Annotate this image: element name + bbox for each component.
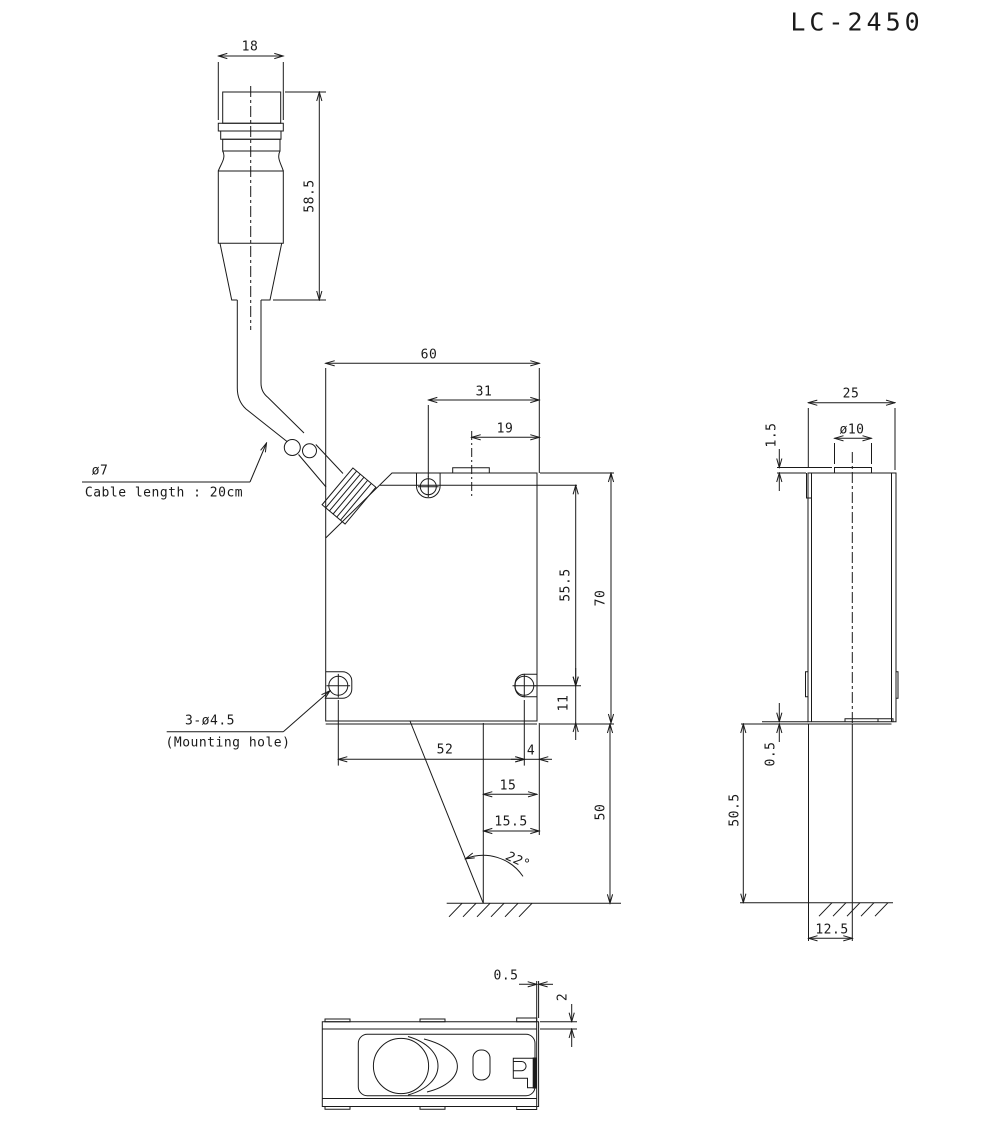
dim-70-label: 70 bbox=[593, 589, 609, 607]
side-view bbox=[740, 452, 898, 941]
drawing-title: LC-2450 bbox=[790, 7, 924, 37]
dim-12.5-label: 12.5 bbox=[815, 922, 849, 938]
dim-50-label: 50 bbox=[593, 803, 609, 821]
dim-50.5-label: 50.5 bbox=[727, 793, 743, 827]
dimension-lines bbox=[82, 56, 895, 1047]
connector-cap bbox=[223, 92, 281, 123]
cable-length-label: Cable length : 20cm bbox=[84, 485, 244, 501]
cable-boot-ring bbox=[303, 444, 317, 458]
lens-arc bbox=[408, 1037, 438, 1096]
lens-arc bbox=[424, 1039, 457, 1092]
mounting-hole-label-line2: (Mounting hole) bbox=[165, 735, 291, 751]
ground-hatch bbox=[449, 903, 532, 917]
side-top-boss bbox=[835, 468, 872, 474]
dim-52-label: 52 bbox=[436, 742, 454, 758]
lens-circle bbox=[373, 1038, 428, 1093]
dim-25-label: 25 bbox=[842, 386, 860, 402]
dim-0.5-side-label: 0.5 bbox=[763, 741, 779, 767]
connector-barrel bbox=[218, 171, 283, 243]
top-hole-boss bbox=[417, 473, 441, 498]
dim-dia10-label: ø10 bbox=[839, 422, 865, 438]
bottom-left-hole-boss bbox=[326, 672, 352, 699]
dim-58.5-label: 58.5 bbox=[302, 179, 318, 213]
front-view bbox=[326, 468, 577, 724]
front-top-tab bbox=[453, 468, 490, 473]
cable bbox=[237, 300, 376, 524]
cable-boot-ring bbox=[284, 440, 300, 456]
dim-18-label: 18 bbox=[241, 39, 259, 55]
dim-2-label: 2 bbox=[555, 992, 571, 1002]
dim-11-label: 11 bbox=[556, 694, 572, 712]
latch-bar bbox=[533, 1058, 536, 1088]
angle-arc bbox=[465, 855, 523, 876]
dim-4-label: 4 bbox=[526, 743, 536, 759]
bottom-view bbox=[322, 1018, 538, 1110]
side-bottom-window bbox=[845, 719, 893, 722]
connector-view bbox=[218, 86, 283, 330]
dim-15.5-label: 15.5 bbox=[494, 814, 528, 830]
cable-diameter-label: ø7 bbox=[91, 463, 109, 479]
dim-15-label: 15 bbox=[499, 778, 517, 794]
dim-19-label: 19 bbox=[496, 421, 514, 437]
dim-1.5-label: 1.5 bbox=[764, 422, 780, 448]
receiver-window bbox=[473, 1050, 490, 1080]
mounting-hole-label-line1: 3-ø4.5 bbox=[185, 713, 235, 729]
latch-outline bbox=[513, 1058, 533, 1087]
ground-hatch-side bbox=[819, 903, 888, 917]
cable-gland bbox=[322, 468, 376, 524]
dim-55.5-label: 55.5 bbox=[558, 568, 574, 602]
connector-cone bbox=[220, 243, 282, 300]
dim-60-label: 60 bbox=[420, 347, 438, 363]
dim-31-label: 31 bbox=[475, 384, 493, 400]
dim-0.5-bottom-label: 0.5 bbox=[493, 968, 519, 984]
front-body-outline bbox=[326, 473, 537, 721]
